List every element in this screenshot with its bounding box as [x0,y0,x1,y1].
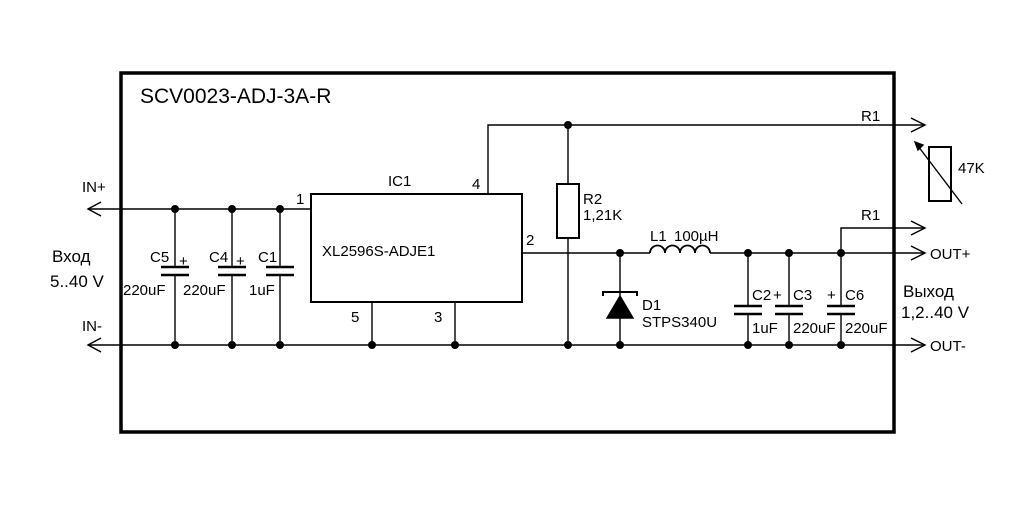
c5-ref: C5 [150,249,169,266]
junction-dot [276,205,284,213]
resistor-r2 [556,125,580,345]
in-minus-arrow [86,337,102,353]
output-label: Выход [903,282,954,301]
inductor-l1 [649,244,711,254]
terminal-out-plus: OUT+ [930,246,971,263]
c6-value: 220uF [845,320,888,337]
junction-dot [744,249,752,257]
junction-dot [837,341,845,349]
junction-dot [228,341,236,349]
capacitor-c2 [734,253,762,345]
ic-pin-3: 3 [434,309,442,326]
d1-ref: D1 [642,297,661,314]
junction-dot [451,341,459,349]
c6-ref: C6 [845,287,864,304]
junction-dot [837,249,845,257]
output-range: 1,2..40 V [901,303,970,322]
junction-dot [564,121,572,129]
capacitor-c4 [218,209,246,345]
capacitor-c3 [775,253,803,345]
c5-value: 220uF [123,282,166,299]
junction-dot [785,249,793,257]
l1-ref: L1 [650,228,667,245]
c6-polarity: + [827,287,836,304]
c3-value: 220uF [793,320,836,337]
r1-top-ref: R1 [861,108,880,125]
c5-polarity: + [179,253,188,270]
capacitor-c1 [266,209,294,345]
junction-dot [744,341,752,349]
r2-value: 1,21K [583,207,622,224]
capacitor-c5 [161,209,189,345]
capacitor-c6 [827,253,855,345]
ic1-part: XL2596S-ADJE1 [322,243,435,260]
c3-polarity: + [773,287,782,304]
d1-part: STPS340U [642,314,717,331]
c1-ref: C1 [258,249,277,266]
junction-dot [171,341,179,349]
junction-dot [616,341,624,349]
r1-bottom-ref: R1 [861,207,880,224]
r1-top-arrow [910,117,927,133]
r2-ref: R2 [583,191,602,208]
board-title: SCV0023-ADJ-3A-R [140,85,331,108]
ic-pin-1: 1 [296,191,304,208]
c2-value: 1uF [752,320,778,337]
c4-ref: C4 [209,249,228,266]
r1-bottom-arrow [910,220,927,236]
input-range: 5..40 V [50,272,105,291]
potentiometer-r1 [913,140,963,205]
c1-value: 1uF [249,282,275,299]
c2-ref: C2 [752,287,771,304]
terminal-out-minus: OUT- [930,338,966,355]
junction-dot [785,341,793,349]
junction-dot [564,341,572,349]
c3-ref: C3 [793,287,812,304]
junction-dot [276,341,284,349]
out-plus-arrow [910,245,927,261]
c4-polarity: + [236,253,245,270]
ic-pin-4: 4 [472,176,480,193]
ic-pin-5: 5 [351,309,359,326]
r1-bottom-wire [840,227,925,253]
ic1-body [310,193,523,303]
out-minus-arrow [910,337,927,353]
ic1-ref: IC1 [388,173,411,190]
junction-dot [368,341,376,349]
l1-value: 100µH [674,228,719,245]
junction-dot [228,205,236,213]
junction-dot [616,249,624,257]
in-plus-arrow [86,201,102,217]
terminal-in-plus: IN+ [82,179,106,196]
feedback-wire [487,124,925,194]
terminal-in-minus: IN- [82,318,102,335]
junction-dot [171,205,179,213]
ic-pin-2: 2 [526,232,534,249]
diode-d1 [602,253,638,345]
c4-value: 220uF [183,282,226,299]
pot-value: 47K [958,160,985,177]
input-label: Вход [52,247,91,266]
